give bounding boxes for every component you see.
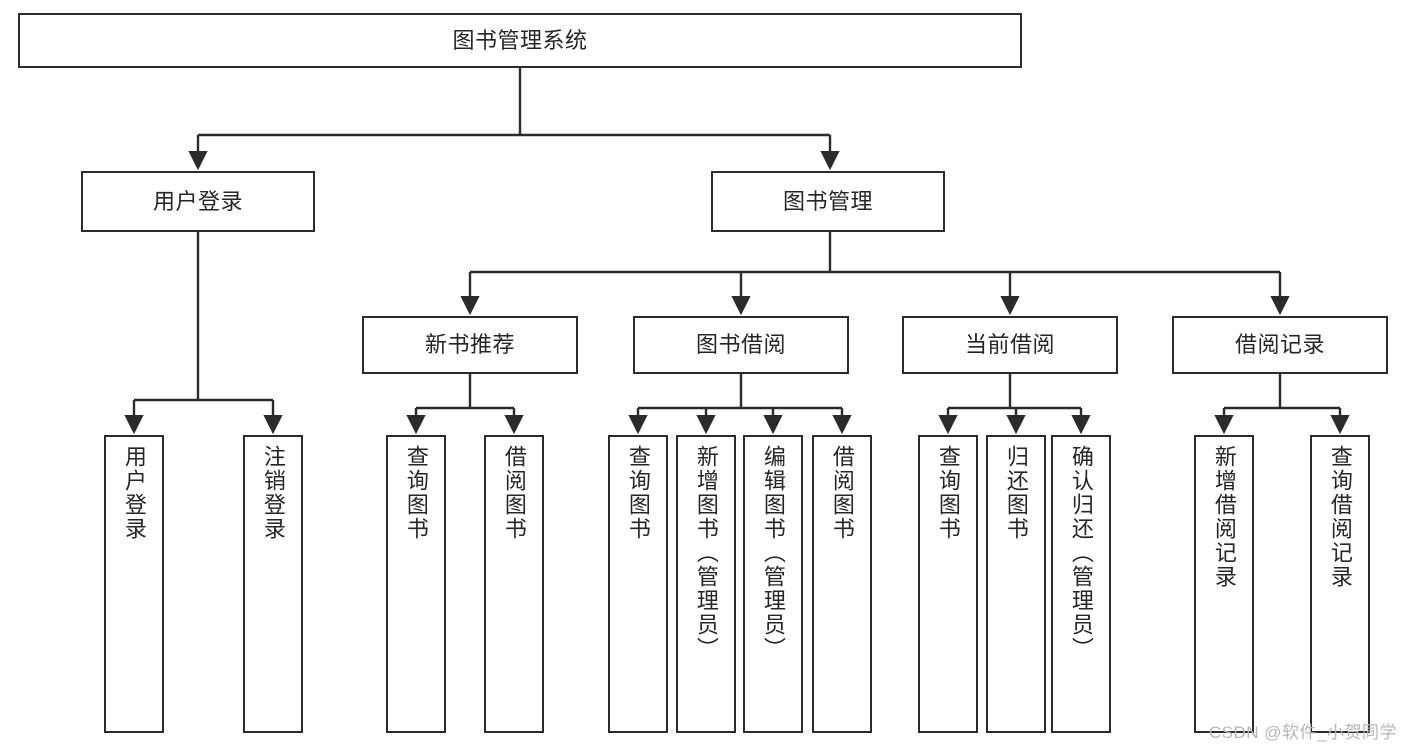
leaf-edit-book-label: 编辑图书（管理员）: [760, 445, 786, 661]
leaf-add-book-label: 新增图书（管理员）: [693, 445, 719, 661]
node-user-login[interactable]: 用户登录: [81, 171, 315, 232]
leaf-logout-label: 注销登录: [260, 445, 286, 541]
leaf-borrow-book-1[interactable]: 借阅图书: [484, 435, 544, 733]
node-user-login-label: 用户登录: [152, 188, 243, 214]
node-new-book-rec[interactable]: 新书推荐: [362, 316, 578, 374]
leaf-borrow-book-2-label: 借阅图书: [829, 445, 855, 541]
node-current-borrow-label: 当前借阅: [964, 332, 1055, 358]
leaf-return-book[interactable]: 归还图书: [986, 435, 1046, 733]
node-book-manage[interactable]: 图书管理: [711, 171, 945, 232]
leaf-query-book-2-label: 查询图书: [625, 445, 651, 541]
leaf-confirm-return-label: 确认归还（管理员）: [1068, 445, 1094, 661]
leaf-add-record[interactable]: 新增借阅记录: [1194, 435, 1254, 733]
node-book-borrow[interactable]: 图书借阅: [633, 316, 849, 374]
node-current-borrow[interactable]: 当前借阅: [902, 316, 1118, 374]
leaf-borrow-book-2[interactable]: 借阅图书: [812, 435, 872, 733]
leaf-edit-book[interactable]: 编辑图书（管理员）: [743, 435, 803, 733]
node-book-borrow-label: 图书借阅: [695, 332, 786, 358]
leaf-query-book-3-label: 查询图书: [935, 445, 961, 541]
leaf-query-book-2[interactable]: 查询图书: [608, 435, 668, 733]
leaf-borrow-book-1-label: 借阅图书: [501, 445, 527, 541]
node-book-manage-label: 图书管理: [782, 188, 873, 214]
leaf-logout[interactable]: 注销登录: [243, 435, 303, 733]
node-borrow-record-label: 借阅记录: [1234, 332, 1325, 358]
node-borrow-record[interactable]: 借阅记录: [1172, 316, 1388, 374]
leaf-confirm-return[interactable]: 确认归还（管理员）: [1051, 435, 1111, 733]
leaf-user-login-label: 用户登录: [121, 445, 147, 541]
node-root[interactable]: 图书管理系统: [18, 13, 1022, 68]
leaf-query-record[interactable]: 查询借阅记录: [1310, 435, 1370, 733]
leaf-query-book-1[interactable]: 查询图书: [386, 435, 446, 733]
leaf-return-book-label: 归还图书: [1003, 445, 1029, 541]
watermark-text: CSDN @软件_小贺同学: [1208, 723, 1397, 742]
leaf-user-login[interactable]: 用户登录: [104, 435, 164, 733]
leaf-query-record-label: 查询借阅记录: [1327, 445, 1353, 589]
leaf-add-record-label: 新增借阅记录: [1211, 445, 1237, 589]
node-new-book-rec-label: 新书推荐: [424, 332, 515, 358]
leaf-query-book-1-label: 查询图书: [403, 445, 429, 541]
node-root-label: 图书管理系统: [452, 27, 588, 53]
leaf-add-book[interactable]: 新增图书（管理员）: [676, 435, 736, 733]
leaf-query-book-3[interactable]: 查询图书: [918, 435, 978, 733]
